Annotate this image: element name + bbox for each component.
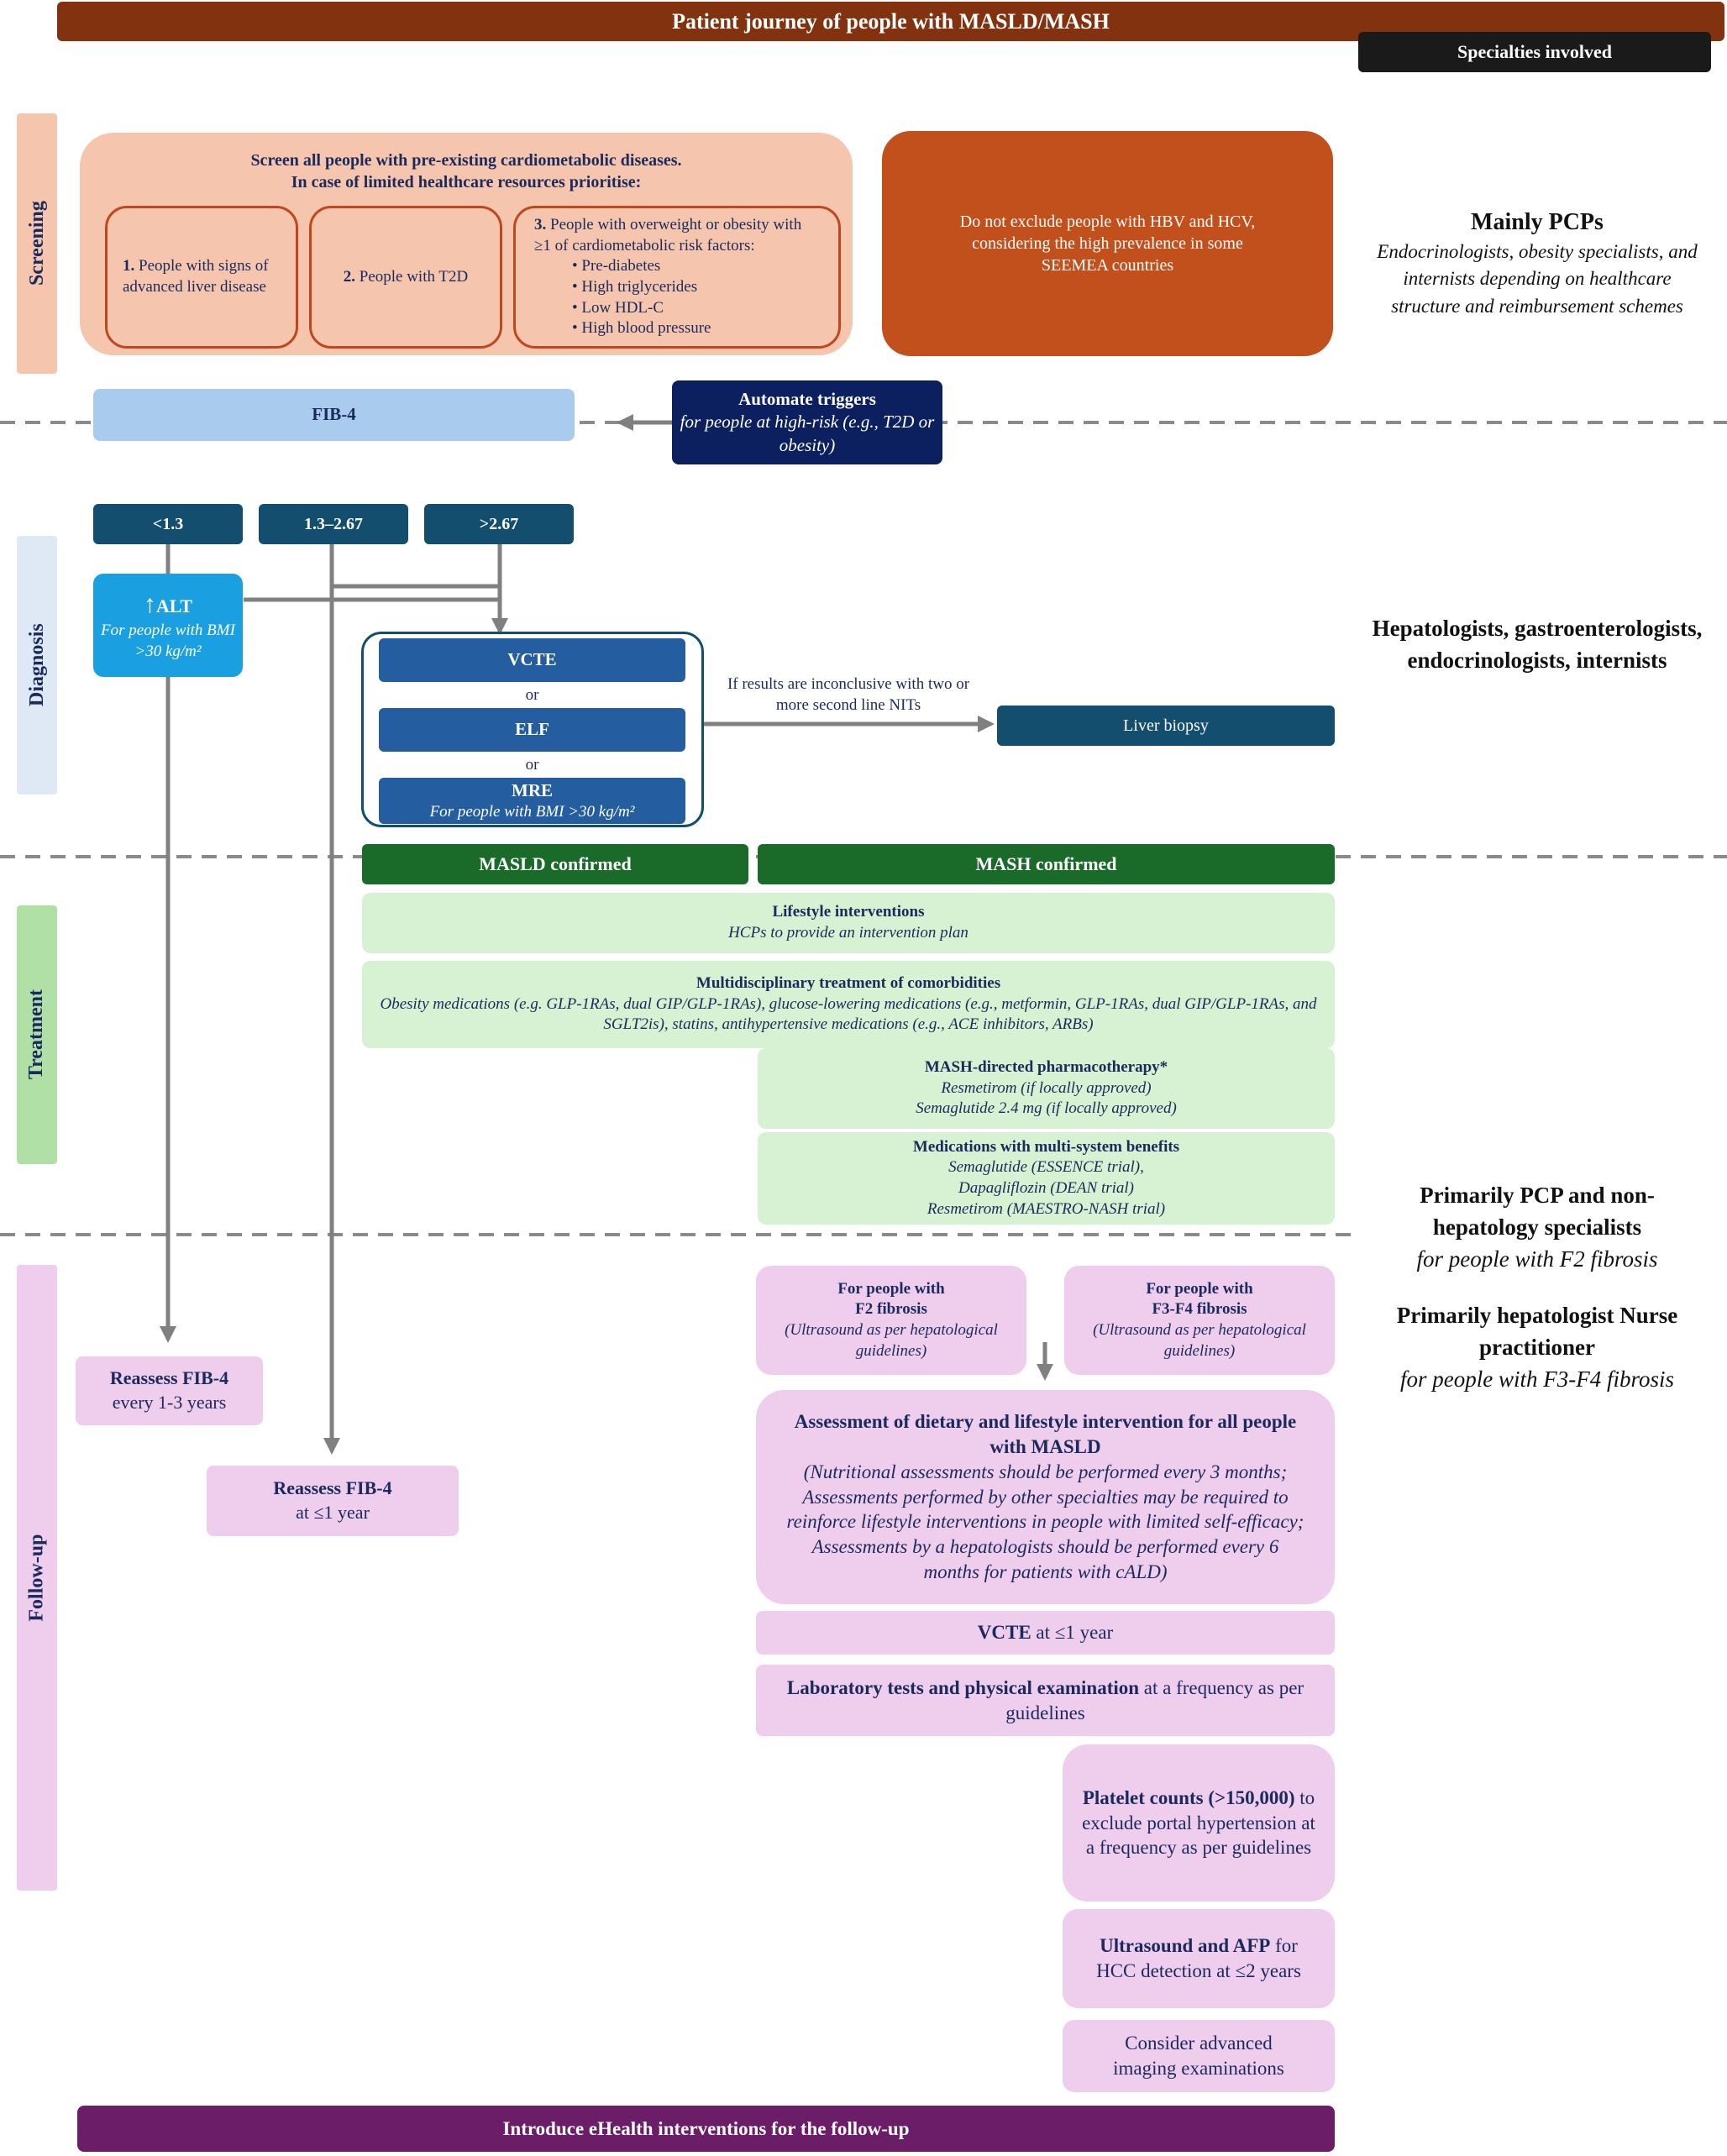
f2-fibrosis-box: For people with F2 fibrosis (Ultrasound … [756,1266,1026,1375]
risk-factor-item: • High blood pressure [572,319,711,338]
ehealth-bar: Introduce eHealth interventions for the … [77,2106,1335,2152]
risk-factor-list: • Pre-diabetes • High triglycerides • Lo… [534,256,711,339]
threshold-low: <1.3 [93,504,243,544]
screening-option-2: 2. People with T2D [309,206,502,349]
risk-factor-item: • High triglycerides [572,278,698,296]
option-2-number: 2. [343,267,355,286]
mre-box: MRE For people with BMI >30 kg/m² [379,778,685,824]
up-arrow-icon: ↑ [143,590,156,619]
screening-option-3: 3. People with overweight or obesity wit… [513,206,841,349]
stage-tab-diagnosis: Diagnosis [17,536,57,795]
reassess-fib4-box-1: Reassess FIB-4 every 1-3 years [76,1356,263,1425]
f3-f4-fibrosis-box: For people with F3-F4 fibrosis (Ultrasou… [1064,1266,1335,1375]
option-3-text: People with overweight or obesity with ≥… [534,215,802,254]
alt-box: ↑ALT For people with BMI >30 kg/m² [93,574,243,677]
fib4-box: FIB-4 [93,389,575,441]
multisystem-medications-box: Medications with multi-system benefits S… [758,1132,1335,1225]
mash-confirmed-bar: MASH confirmed [758,844,1335,884]
masld-confirmed-bar: MASLD confirmed [362,844,748,884]
option-2-text: People with T2D [359,267,469,286]
hbv-hcv-note: Do not exclude people with HBV and HCV, … [882,131,1333,356]
or-label-1: or [525,685,539,704]
risk-factor-item: • Pre-diabetes [572,257,661,275]
advanced-imaging-box: Consider advanced imaging examinations [1063,2020,1335,2092]
alt-title: ALT [155,595,193,617]
vcte-followup-box: VCTE at ≤1 year [756,1611,1335,1655]
liver-biopsy-box: Liver biopsy [997,706,1335,746]
reassess-fib4-box-2: Reassess FIB-4 at ≤1 year [207,1466,459,1536]
automate-triggers-box: Automate triggers for people at high-ris… [672,380,942,464]
inconclusive-note: If results are inconclusive with two or … [727,674,970,714]
lifestyle-interventions-box: Lifestyle interventions HCPs to provide … [362,893,1335,953]
specialties-f2: Primarily PCP and non-hepatology special… [1416,1183,1658,1272]
threshold-high: >2.67 [424,504,574,544]
stage-tab-followup: Follow-up [17,1265,57,1891]
elf-box: ELF [379,708,685,752]
option-3-number: 3. [534,215,547,233]
screening-panel: Screen all people with pre-existing card… [80,133,853,355]
second-line-nits-panel [361,632,704,827]
specialties-f3-f4: Primarily hepatologist Nurse practitione… [1396,1303,1678,1392]
specialties-header: Specialties involved [1358,32,1711,72]
option-1-number: 1. [123,257,135,275]
screening-intro-line1: Screen all people with pre-existing card… [250,151,682,170]
lab-tests-box: Laboratory tests and physical examinatio… [756,1665,1335,1736]
threshold-mid: 1.3–2.67 [259,504,408,544]
vcte-box: VCTE [379,638,685,682]
specialties-diagnosis: Hepatologists, gastroenterologists, endo… [1372,616,1703,673]
specialties-screening: Mainly PCPs Endocrinologists, obesity sp… [1377,209,1698,317]
option-1-text: People with signs of advanced liver dise… [123,257,269,296]
stage-tab-treatment: Treatment [17,905,57,1164]
lifestyle-assessment-box: Assessment of dietary and lifestyle inte… [756,1390,1335,1604]
alt-note: For people with BMI >30 kg/m² [101,622,235,660]
ultrasound-afp-box: Ultrasound and AFP for HCC detection at … [1063,1909,1335,2008]
stage-tab-screening: Screening [17,113,57,374]
or-label-2: or [525,755,539,774]
screening-option-1: 1. People with signs of advanced liver d… [105,206,298,349]
multidisciplinary-treatment-box: Multidisciplinary treatment of comorbidi… [362,961,1335,1048]
platelet-counts-box: Platelet counts (>150,000) to exclude po… [1063,1744,1335,1902]
screening-intro-line2: In case of limited healthcare resources … [291,173,642,191]
mash-pharmacotherapy-box: MASH-directed pharmacotherapy* Resmetiro… [758,1048,1335,1129]
risk-factor-item: • Low HDL-C [572,298,664,317]
